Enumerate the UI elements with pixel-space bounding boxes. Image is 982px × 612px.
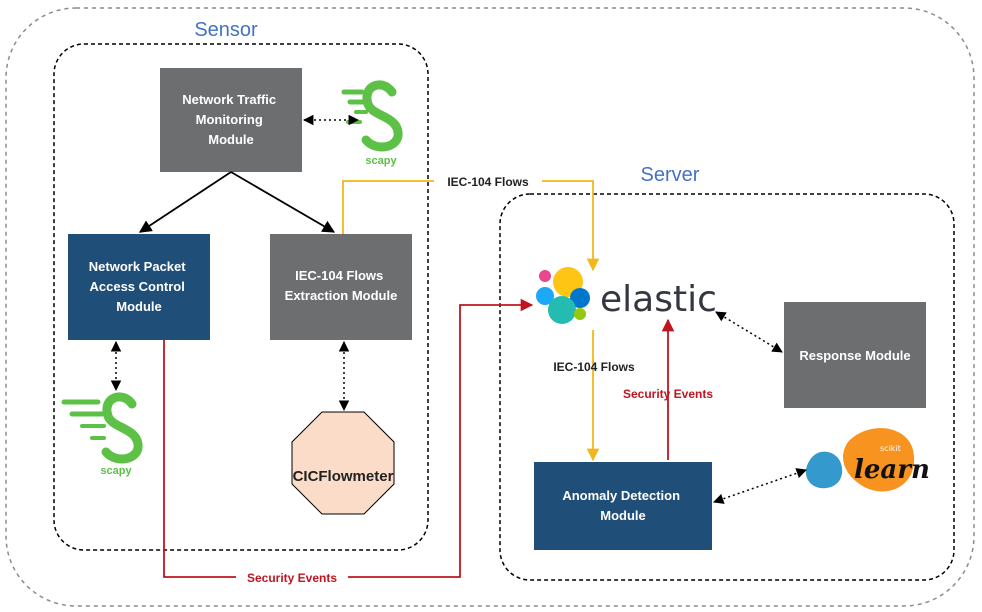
scapy-label-bottom: scapy — [100, 465, 132, 477]
sklearn-logo: scikit learn — [805, 428, 930, 492]
svg-text:Anomaly Detection Module: Anomaly Detection Module — [562, 488, 683, 523]
sklearn-large-label: learn — [854, 455, 930, 485]
packet-access-line-3: Module — [116, 299, 162, 314]
arrow-monitoring-to-access-control — [138, 171, 232, 233]
events-label-right: Security Events — [623, 387, 713, 401]
cicflowmeter-octagon — [291, 411, 395, 515]
anomaly-detection-module — [534, 462, 712, 550]
flows-extraction-line-2: Extraction Module — [285, 288, 398, 303]
elastic-logo: elastic — [536, 267, 717, 324]
sensor-group — [53, 43, 429, 551]
outer-container — [5, 7, 975, 607]
packet-access-control-module — [68, 234, 210, 340]
link-anomaly-sklearn — [713, 468, 807, 504]
response-module-label: Response Module — [799, 348, 910, 363]
scapy-logo-top: scapy — [341, 80, 403, 167]
traffic-monitoring-line-2: Monitoring — [196, 112, 263, 127]
arrow-monitoring-to-extraction — [230, 171, 336, 233]
sklearn-small-label: scikit — [880, 444, 901, 453]
scapy-snake-icon — [101, 392, 143, 464]
sklearn-orange-blob — [843, 428, 915, 492]
sklearn-blue-blob — [805, 451, 843, 489]
response-module — [784, 302, 926, 408]
scapy-label-top: scapy — [365, 155, 397, 167]
packet-access-line-2: Access Control — [90, 279, 185, 294]
traffic-monitoring-module — [160, 68, 302, 172]
flows-label-top: IEC-104 Flows — [447, 175, 529, 189]
link-elastic-response — [715, 311, 783, 353]
anomaly-line-1: Anomaly Detection — [562, 488, 680, 503]
svg-text:IEC-104 Flows Extraction M: IEC-104 Flows Extraction Module — [285, 268, 398, 303]
scapy-logo-bottom: scapy — [61, 392, 143, 477]
scapy-snake-icon — [361, 80, 403, 152]
events-label-bottom: Security Events — [247, 571, 337, 585]
cicflowmeter-label: CICFlowmeter — [293, 468, 394, 485]
svg-text:Network Traffic Monitoring: Network Traffic Monitoring Module — [182, 92, 280, 147]
anomaly-line-2: Module — [600, 508, 646, 523]
sensor-title: Sensor — [194, 19, 258, 41]
traffic-monitoring-line-3: Module — [208, 132, 254, 147]
flows-extraction-line-1: IEC-104 Flows — [295, 268, 383, 283]
packet-access-line-1: Network Packet — [89, 259, 186, 274]
events-access-control-to-elastic — [163, 298, 534, 578]
flows-extraction-module — [270, 234, 412, 340]
elastic-wordmark: elastic — [600, 279, 717, 320]
svg-text:Network Packet Access Cont: Network Packet Access Control Module — [89, 259, 189, 314]
flows-label-middle: IEC-104 Flows — [553, 360, 635, 374]
server-title: Server — [641, 164, 700, 186]
server-group — [499, 193, 955, 581]
traffic-monitoring-line-1: Network Traffic — [182, 92, 276, 107]
